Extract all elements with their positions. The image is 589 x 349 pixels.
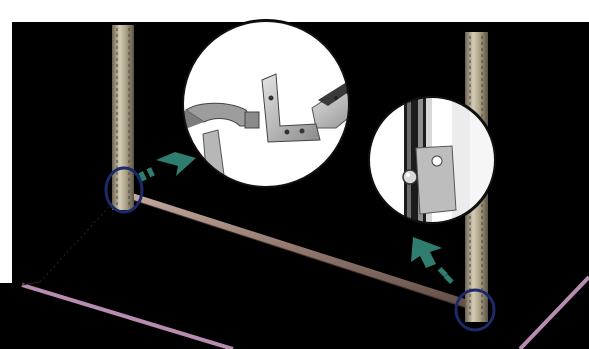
peg-icon	[403, 170, 417, 184]
left-upright	[112, 25, 134, 210]
